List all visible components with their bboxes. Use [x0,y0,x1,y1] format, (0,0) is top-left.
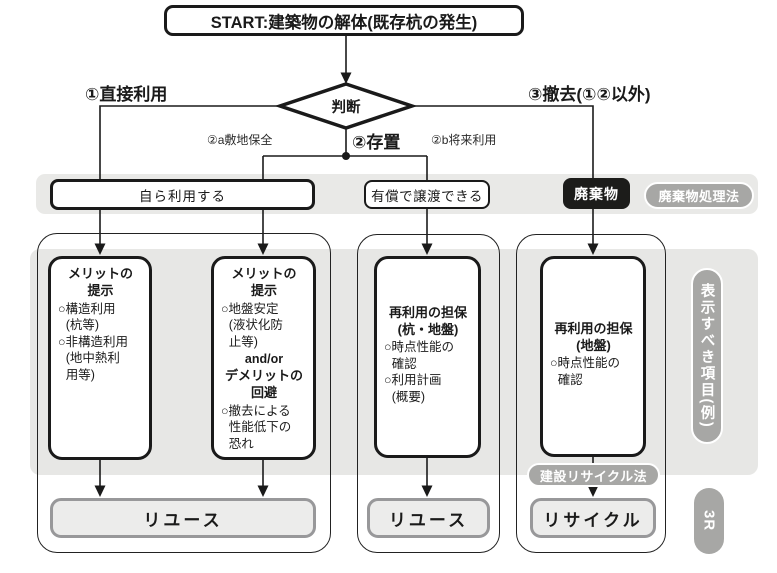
construction-recycle-law-label: 建設リサイクル法 [539,468,648,484]
waste-law-label: 廃棄物処理法 [658,189,740,204]
container-direct-use-group [37,233,331,553]
display-items-label: 表示すべき項目(例) [698,283,715,429]
self-use-node: 自ら利用する [50,179,315,210]
box2-items2: ○撤去による性能低下の恐れ [221,403,292,451]
box-guarantee-ground: 再利用の担保(地盤) ○時点性能の確認 [540,256,646,457]
box1-header: メリットの提示 [67,266,133,298]
three-r-pill: 3R [694,488,724,554]
result-reuse-2: リユース [367,498,490,538]
branch-site-preservation-label: ②a敷地保全 [207,133,273,147]
box-merit-demerit: メリットの提示 ○地盤安定(液状化防止等) and/or デメリットの回避 ○撤… [211,256,316,460]
box3-items: ○時点性能の確認○利用計画(概要) [384,340,455,404]
container-transfer-group [357,234,500,553]
box2-andor-label: and/or [244,352,284,367]
box4-header: 再利用の担保(地盤) [554,320,633,353]
branch-future-use-label: ②b将来利用 [431,133,497,147]
box2-header: メリットの提示 [231,266,297,298]
box-merit-structural: メリットの提示 ○構造利用(杭等)○非構造利用(地中熱利用等) [48,256,152,460]
display-items-pill: 表示すべき項目(例) [691,268,723,444]
box1-items: ○構造利用(杭等)○非構造利用(地中熱利用等) [58,301,129,382]
start-label: START:建築物の解体(既存杭の発生) [210,13,478,32]
self-use-label: 自ら利用する [139,188,226,204]
waste-node: 廃棄物 [563,178,630,209]
box3-header: 再利用の担保(杭・地盤) [388,304,467,337]
box2-items: ○地盤安定(液状化防止等) [221,301,283,349]
result-recycle: リサイクル [530,498,656,538]
reuse2-label: リユース [388,510,469,530]
waste-label: 廃棄物 [574,185,619,202]
container-waste-group [516,234,666,553]
box-guarantee-pile-ground: 再利用の担保(杭・地盤) ○時点性能の確認○利用計画(概要) [374,256,481,458]
box4-items: ○時点性能の確認 [550,356,621,387]
paid-transfer-node: 有償で譲渡できる [364,180,490,209]
branch-leave-label: ②存置 [352,133,401,152]
box2-header2: デメリットの回避 [224,367,303,400]
decision-label: 判断 [331,100,361,116]
result-reuse-1: リユース [50,498,316,538]
branch-direct-use-label: ①直接利用 [85,85,168,104]
paid-transfer-label: 有償で譲渡できる [371,188,483,204]
start-node: START:建築物の解体(既存杭の発生) [164,5,524,36]
decision-diamond [274,82,418,130]
reuse1-label: リユース [143,510,223,530]
three-r-label: 3R [700,510,718,532]
waste-law-pill: 廃棄物処理法 [644,182,754,209]
recycle-label: リサイクル [543,510,643,530]
construction-recycle-law-pill: 建設リサイクル法 [527,463,660,487]
branch-removal-label: ③撤去(①②以外) [528,85,651,104]
